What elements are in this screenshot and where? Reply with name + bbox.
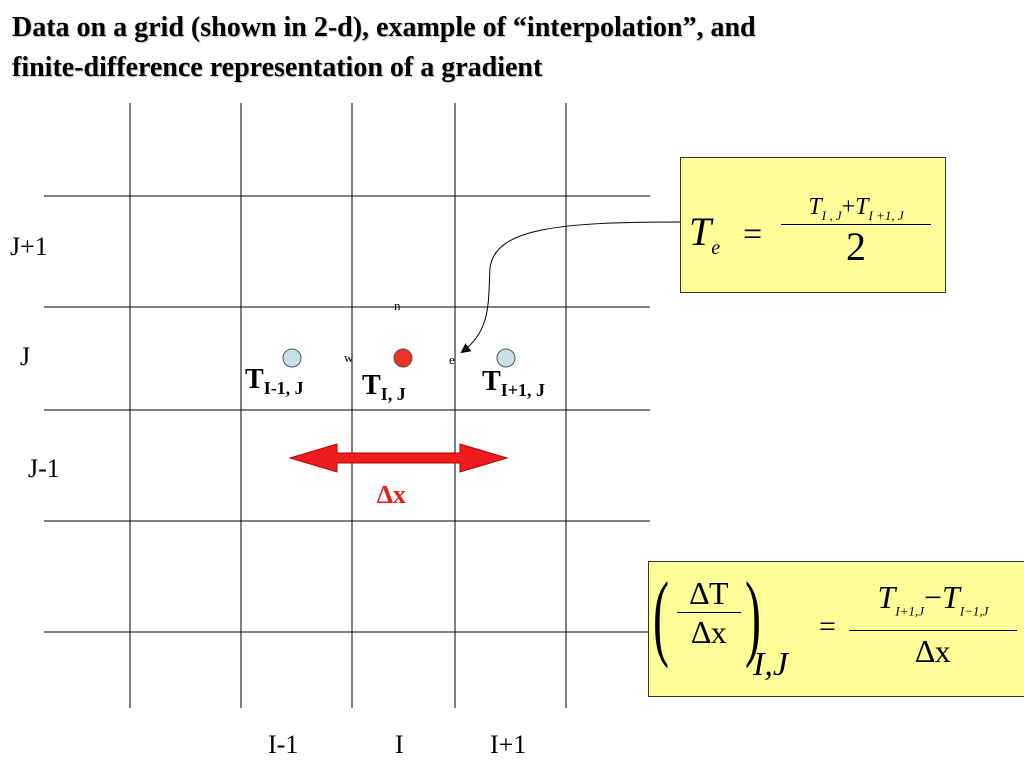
face-label-w: w [344, 350, 354, 365]
delta-x-label: ∆x [377, 480, 406, 509]
eq1-numerator: TI , J+TI +1, J [808, 194, 904, 223]
eq1-lhs: Te [689, 209, 721, 259]
row-label-j: J [20, 342, 31, 371]
col-label-i-minus-1: I-1 [268, 730, 299, 759]
face-label-n: n [394, 298, 401, 313]
eq2-lhs-subscript: I,J [753, 646, 788, 683]
eq2-right-paren: ) [745, 562, 761, 669]
row-label-j-minus-1: J-1 [28, 454, 60, 483]
interpolation-pointer [460, 221, 681, 354]
eq2-rhs-numerator: TI+1,J−TI−1,J [877, 579, 989, 619]
eq2-rhs-fraction: TI+1,J−TI−1,J ∆x [849, 578, 1017, 671]
eq1-denominator: 2 [846, 223, 866, 269]
point-label-left: TI-1, J [245, 364, 304, 398]
point-label-center: TI, J [362, 370, 406, 404]
eq2-lhs-denominator: ∆x [691, 614, 727, 650]
eq2-lhs-fraction: ∆T ∆x [677, 574, 741, 651]
col-label-i: I [395, 730, 404, 759]
title-line-2: finite-difference representation of a gr… [12, 52, 543, 83]
col-label-i-plus-1: I+1 [490, 730, 527, 759]
eq2-rhs-fraction-bar [849, 630, 1017, 632]
eq1-fraction: TI , J+TI +1, J 2 [781, 194, 931, 269]
title-line-1: Data on a grid (shown in 2-d), example o… [12, 12, 756, 43]
row-label-j-plus-1: J+1 [10, 232, 48, 261]
eq2-equals: = [819, 610, 836, 643]
eq1-fraction-bar [781, 223, 931, 225]
eq2-lhs-numerator: ∆T [689, 575, 729, 611]
eq2-rhs-denominator: ∆x [915, 633, 951, 670]
face-label-e: e [449, 352, 455, 367]
gradient-equation-box: ( ∆T ∆x ) I,J = TI+1,J−TI−1,J ∆x [648, 561, 1024, 697]
point-left [282, 348, 302, 368]
interpolation-equation-box: Te = TI , J+TI +1, J 2 [680, 157, 946, 293]
eq2-lhs-fraction-bar [677, 612, 741, 613]
slide-title: Data on a grid (shown in 2-d), example o… [12, 8, 1012, 88]
eq1-equals: = [743, 216, 763, 253]
point-center [393, 348, 413, 368]
point-label-right: TI+1, J [482, 366, 545, 400]
eq2-left-paren: ( [653, 562, 669, 669]
delta-x-arrow [288, 443, 509, 473]
point-right [496, 348, 516, 368]
